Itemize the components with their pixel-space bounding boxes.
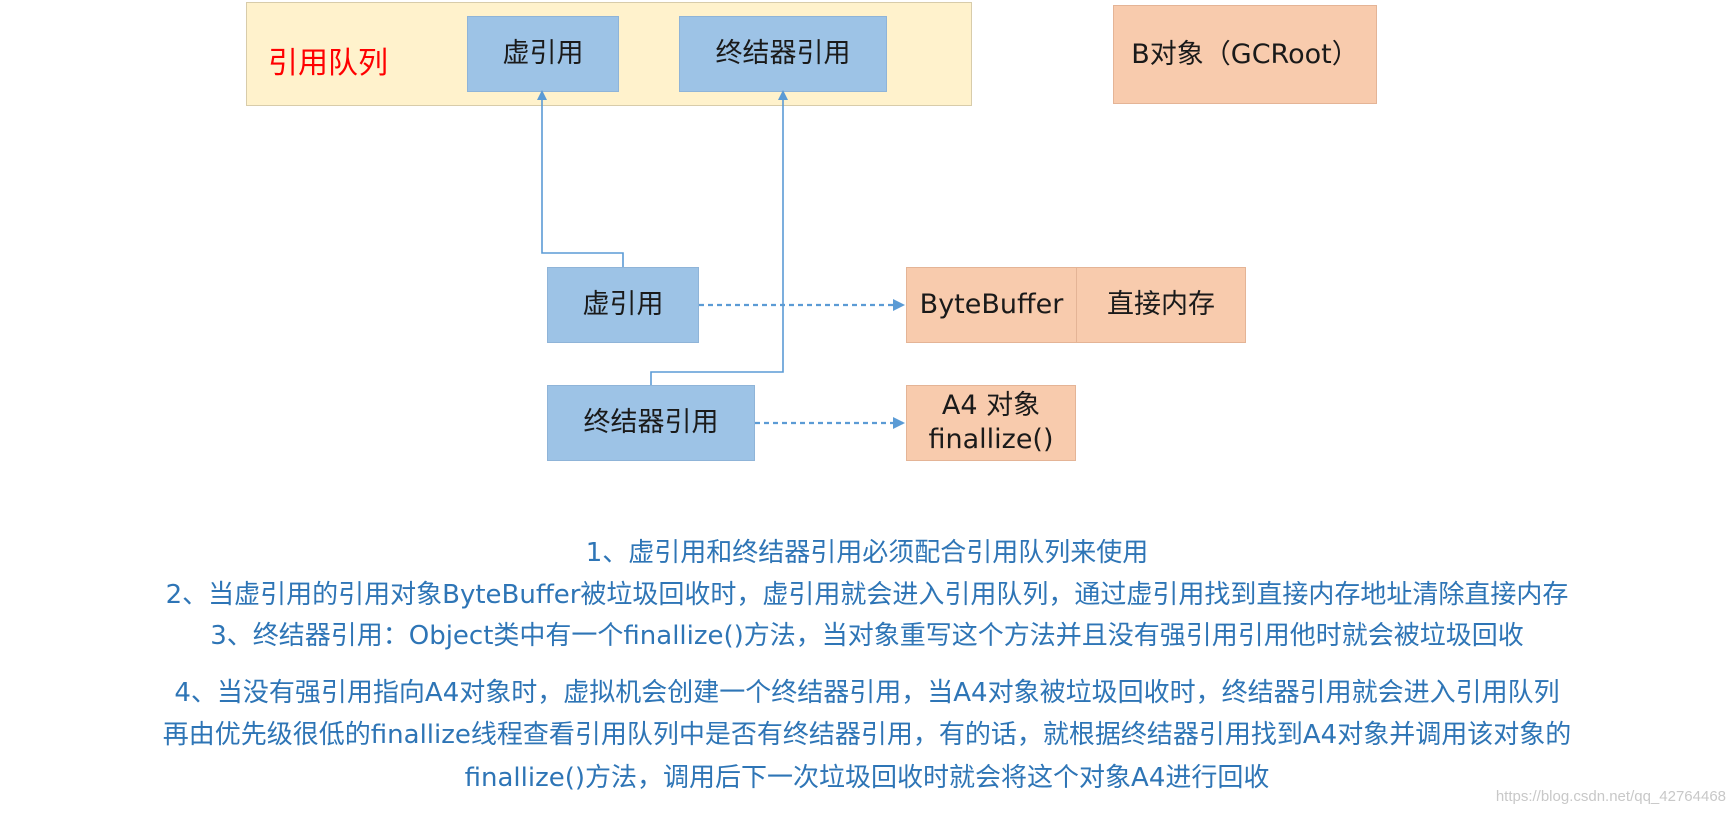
note-line-6: finallize()方法，调用后下一次垃圾回收时就会将这个对象A4进行回收 (464, 763, 1270, 793)
reference-queue-label: 引用队列 (268, 46, 388, 81)
finalizer-ref-box: 终结器引用 (547, 385, 755, 461)
gc-root-object-box: B对象（GCRoot） (1113, 5, 1377, 104)
direct-memory-box: 直接内存 (1076, 267, 1246, 343)
finalizer-ref-label: 终结器引用 (583, 407, 719, 439)
phantom-ref-box: 虚引用 (547, 267, 699, 343)
bytebuffer-label: ByteBuffer (919, 289, 1064, 321)
a4-object-label: A4 对象 (941, 390, 1041, 422)
phantom-to-queue-connector (537, 90, 624, 267)
bytebuffer-box: ByteBuffer (906, 267, 1077, 343)
note-line-5: 再由优先级很低的finallize线程查看引用队列中是否有终结器引用，有的话，就… (162, 720, 1572, 750)
finalizer-to-queue-connector (650, 90, 788, 385)
a4-object-box: A4 对象 finallize() (906, 385, 1076, 461)
queue-finalizer-ref-box: 终结器引用 (679, 16, 887, 92)
note-line-1: 1、虚引用和终结器引用必须配合引用队列来使用 (585, 538, 1149, 568)
note-line-4: 4、当没有强引用指向A4对象时，虚拟机会创建一个终结器引用，当A4对象被垃圾回收… (174, 678, 1560, 708)
direct-memory-label: 直接内存 (1107, 289, 1215, 321)
queue-phantom-ref-label: 虚引用 (502, 38, 584, 70)
gc-root-object-label: B对象（GCRoot） (1131, 38, 1359, 70)
source-watermark: https://blog.csdn.net/qq_42764468 (1495, 788, 1726, 805)
phantom-ref-label: 虚引用 (582, 289, 664, 321)
note-line-3: 3、终结器引用：Object类中有一个finallize()方法，当对象重写这个… (210, 621, 1524, 651)
queue-finalizer-ref-label: 终结器引用 (715, 38, 851, 70)
a4-finalize-label: finallize() (928, 424, 1054, 455)
note-line-2: 2、当虚引用的引用对象ByteBuffer被垃圾回收时，虚引用就会进入引用队列，… (165, 580, 1569, 610)
